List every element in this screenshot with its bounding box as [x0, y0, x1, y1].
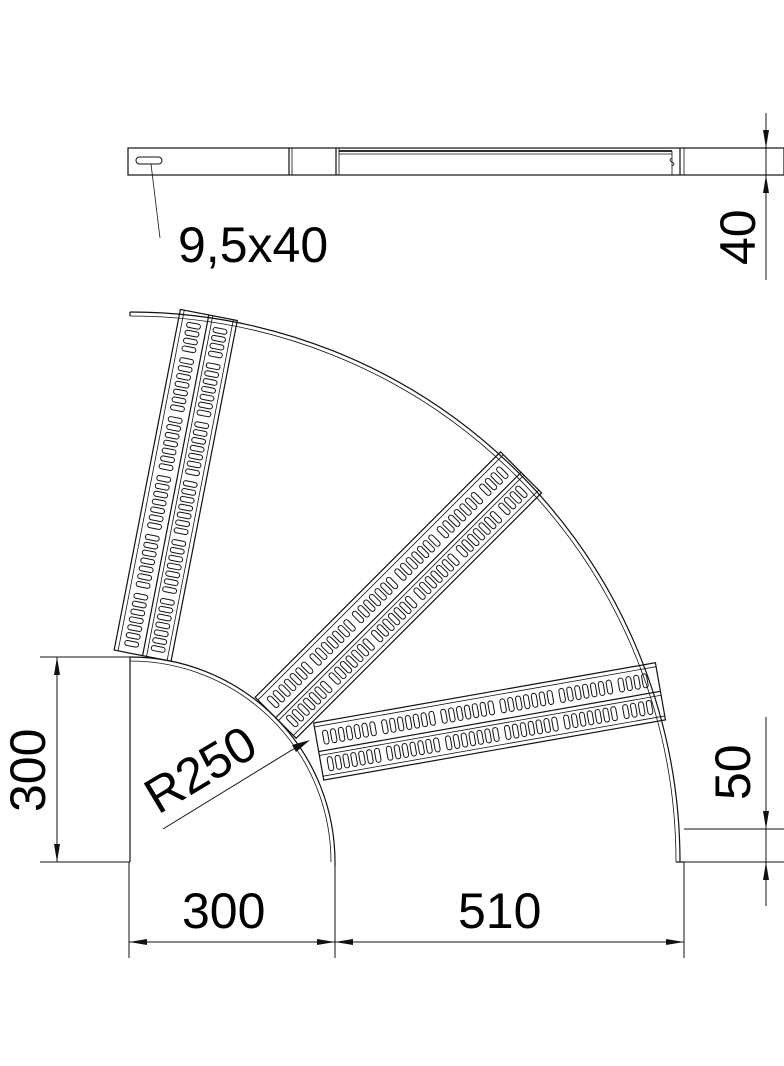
end-offset-label: 50: [705, 744, 761, 800]
slot-icon: [135, 156, 163, 165]
inner-height-label: 300: [0, 729, 56, 812]
height-dimension: [763, 113, 769, 280]
height-dimension-label: 40: [710, 209, 766, 265]
plan-view: [113, 308, 684, 866]
bottom-dimensions: [128, 862, 685, 958]
outer-width-label: 510: [458, 883, 541, 939]
inner-width-label: 300: [182, 883, 265, 939]
rung-1: [113, 308, 238, 662]
slot-dimension-label: 9,5x40: [178, 217, 328, 273]
rung-3: [312, 662, 667, 781]
end-offset-dimension: [684, 717, 784, 906]
radius-label: R250: [135, 715, 266, 825]
rung-2: [254, 451, 543, 740]
side-view: [127, 147, 784, 239]
inner-height-dimension: [40, 656, 130, 863]
